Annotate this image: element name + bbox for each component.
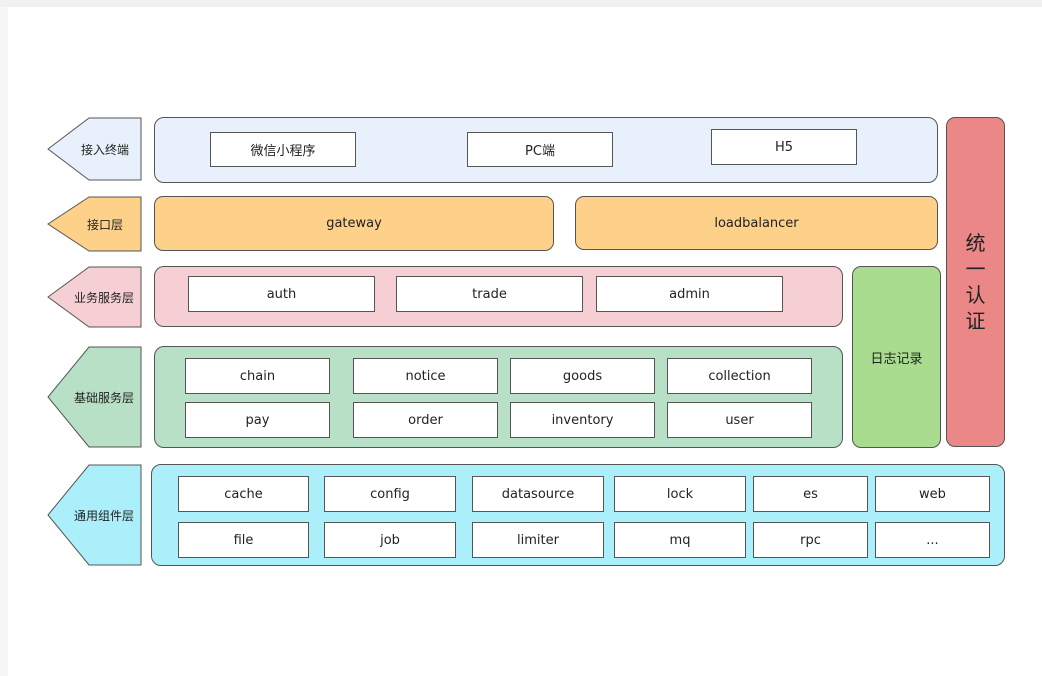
access-terminal-arrow <box>47 117 142 181</box>
base-service-arrow <box>47 346 142 448</box>
base-service-goods: goods <box>510 358 655 394</box>
window-left-strip <box>0 7 8 676</box>
component-limiter: limiter <box>472 522 604 558</box>
base-service-chain: chain <box>185 358 330 394</box>
base-service-collection: collection <box>667 358 812 394</box>
log-label: 日志记录 <box>870 351 923 367</box>
base-service-label: 基础服务层 <box>73 390 134 405</box>
terminal-h5: H5 <box>711 129 857 165</box>
component-job: job <box>324 522 456 558</box>
loadbalancer-box: loadbalancer <box>575 196 938 250</box>
service-auth: auth <box>188 276 375 312</box>
interface-layer-arrow <box>47 196 142 252</box>
window-top-strip <box>0 0 1042 7</box>
interface-layer-label: 接口层 <box>86 217 123 232</box>
base-service-notice: notice <box>353 358 498 394</box>
terminal-wechat-miniprogram: 微信小程序 <box>210 132 356 167</box>
component-file: file <box>178 522 309 558</box>
component-rpc: rpc <box>753 522 868 558</box>
base-service-order: order <box>353 402 498 438</box>
component-web: web <box>875 476 990 512</box>
component-more: ... <box>875 522 990 558</box>
unified-auth-column: 统一认证 <box>946 117 1005 447</box>
access-terminal-label: 接入终端 <box>80 142 129 157</box>
unified-auth-label: 统一认证 <box>965 231 986 333</box>
service-trade: trade <box>396 276 583 312</box>
component-cache: cache <box>178 476 309 512</box>
base-service-pay: pay <box>185 402 330 438</box>
component-datasource: datasource <box>472 476 604 512</box>
terminal-pc: PC端 <box>467 132 613 167</box>
component-es: es <box>753 476 868 512</box>
log-column: 日志记录 <box>852 266 941 448</box>
service-admin: admin <box>596 276 783 312</box>
component-config: config <box>324 476 456 512</box>
base-service-user: user <box>667 402 812 438</box>
component-mq: mq <box>614 522 746 558</box>
business-service-label: 业务服务层 <box>73 290 134 305</box>
common-component-label: 通用组件层 <box>73 508 134 523</box>
common-component-arrow <box>47 464 142 566</box>
component-lock: lock <box>614 476 746 512</box>
business-service-arrow <box>47 266 142 328</box>
gateway-box: gateway <box>154 196 554 251</box>
base-service-inventory: inventory <box>510 402 655 438</box>
